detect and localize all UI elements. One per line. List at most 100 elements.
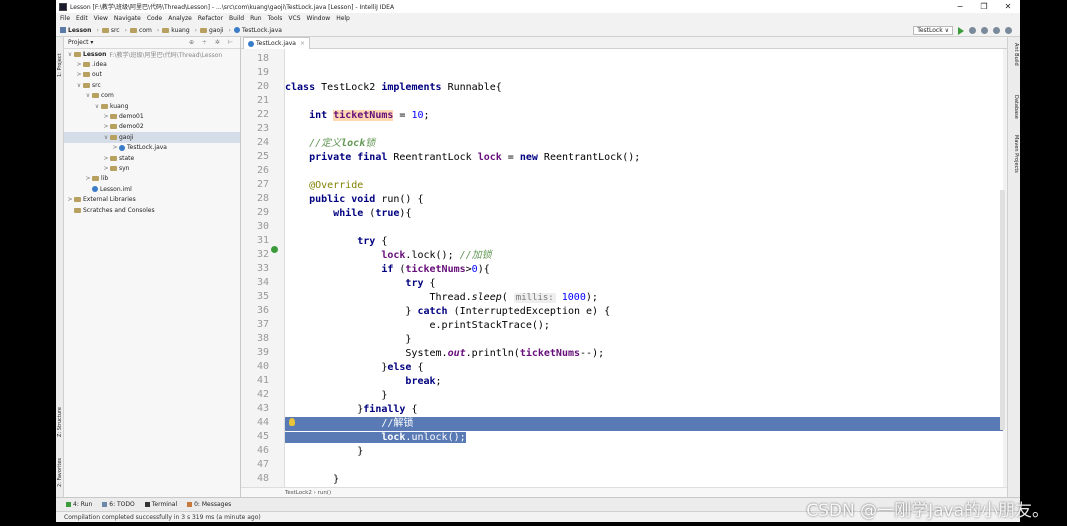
project-view-select[interactable]: Project ▾	[68, 39, 94, 46]
tree-item[interactable]: ∨gaoji	[64, 132, 240, 143]
menu-code[interactable]: Code	[146, 15, 163, 22]
menu-build[interactable]: Build	[229, 15, 245, 22]
tree-item[interactable]: >state	[64, 153, 240, 163]
menu-run[interactable]: Run	[250, 15, 262, 22]
tree-item-label: src	[92, 81, 101, 89]
close-tab-icon[interactable]: ×	[299, 40, 306, 47]
code-line: private final ReentrantLock lock = new R…	[309, 152, 641, 163]
expand-arrow-icon[interactable]: >	[67, 196, 73, 204]
ide-window: Lesson [F:\教学\班级\阿里巴\代码\Thread\Lesson] -…	[56, 0, 1020, 522]
database-tool-tab[interactable]: Database	[1013, 95, 1019, 119]
close-button[interactable]: ✕	[1004, 2, 1012, 11]
folder-icon	[74, 51, 81, 57]
status-bar: Compilation completed successfully in 3 …	[56, 511, 1020, 522]
code-line: }finally {	[285, 404, 418, 415]
run-icon[interactable]	[958, 26, 964, 35]
tree-item[interactable]: ∨kuang	[64, 101, 240, 111]
tree-item[interactable]: Scratches and Consoles	[64, 205, 240, 215]
expand-arrow-icon[interactable]: ∨	[85, 92, 91, 100]
menu-file[interactable]: File	[60, 15, 71, 22]
tree-item[interactable]: > demo01	[64, 111, 240, 121]
breadcrumb-kuang[interactable]: kuang	[162, 27, 190, 34]
menu-edit[interactable]: Edit	[76, 15, 88, 22]
tree-item-label: com	[101, 92, 114, 100]
file-icon	[92, 186, 98, 193]
breadcrumb-file[interactable]: TestLock.java	[233, 27, 282, 34]
menu-analyze[interactable]: Analyze	[168, 15, 192, 22]
terminal-icon	[144, 502, 150, 507]
structure-tool-tab[interactable]: Z: Structure	[57, 407, 63, 437]
expand-arrow-icon[interactable]: >	[85, 175, 91, 183]
tree-item[interactable]: >lib	[64, 174, 240, 184]
tree-item[interactable]: >TestLock.java	[64, 143, 240, 153]
breadcrumb-gaoji[interactable]: gaoji	[200, 27, 224, 34]
stop-icon[interactable]	[993, 27, 1000, 34]
menu-window[interactable]: Window	[306, 15, 331, 22]
code-line: if (ticketNums>0){	[381, 264, 490, 275]
line-number: 31	[256, 235, 269, 246]
tree-item[interactable]: >External Libraries	[64, 194, 240, 204]
expand-arrow-icon[interactable]: ∨	[67, 50, 73, 58]
expand-arrow-icon[interactable]: ∨	[76, 81, 82, 89]
tree-item[interactable]: ∨ com	[64, 91, 240, 101]
expand-arrow-icon[interactable]: >	[76, 61, 82, 69]
line-number: 22	[256, 109, 269, 120]
editor-scrollbar[interactable]	[1000, 190, 1005, 430]
expand-arrow-icon[interactable]: ∨	[94, 102, 100, 110]
tree-item[interactable]: >syn	[64, 163, 240, 173]
favorites-tool-tab[interactable]: 2: Favorites	[57, 457, 63, 487]
ant-build-tool-tab[interactable]: Ant Build	[1013, 43, 1019, 66]
run-method-icon[interactable]	[271, 246, 278, 253]
menu-help[interactable]: Help	[336, 15, 350, 22]
menu-refactor[interactable]: Refactor	[197, 15, 224, 22]
tree-item[interactable]: >out	[64, 70, 240, 80]
project-icon	[60, 27, 66, 33]
debug-icon[interactable]	[969, 27, 976, 34]
todo-tool-button[interactable]: 6: TODO	[102, 501, 135, 508]
line-number: 24	[256, 137, 269, 148]
breadcrumb-lesson[interactable]: Lesson	[60, 27, 91, 34]
code-breadcrumb[interactable]: TestLock2 › run()	[241, 487, 1007, 497]
breadcrumb-com[interactable]: com	[130, 27, 152, 34]
run-tool-button[interactable]: 4: Run	[66, 501, 92, 508]
expand-arrow-icon[interactable]: ∨	[103, 133, 109, 141]
breadcrumb-src[interactable]: src	[101, 27, 120, 34]
tab-testlock-java[interactable]: TestLock.java ×	[243, 37, 311, 49]
menu-view[interactable]: View	[93, 15, 108, 22]
maven-tool-tab[interactable]: Maven Projects	[1013, 135, 1019, 173]
tree-item-label: demo01	[119, 113, 144, 121]
tree-item[interactable]: >.idea	[64, 59, 240, 69]
tree-item-label: Lesson	[83, 50, 107, 58]
code-editor[interactable]: class TestLock2 implements Runnable{ int…	[285, 49, 1003, 487]
search-icon[interactable]	[1005, 27, 1012, 34]
expand-arrow-icon[interactable]: >	[103, 164, 109, 172]
terminal-tool-button[interactable]: Terminal	[144, 501, 177, 508]
intention-bulb-icon[interactable]	[289, 418, 295, 426]
expand-arrow-icon[interactable]: >	[112, 144, 118, 152]
code-line: public void run() {	[309, 194, 424, 205]
menu-vcs[interactable]: VCS	[288, 15, 301, 22]
coverage-icon[interactable]	[981, 27, 988, 34]
tree-item-label: Lesson.iml	[100, 185, 132, 193]
run-configuration-select[interactable]: TestLock ∨	[913, 26, 953, 35]
menu-navigate[interactable]: Navigate	[113, 15, 141, 22]
minimize-button[interactable]: −	[956, 2, 964, 11]
tree-item[interactable]: Lesson.iml	[64, 184, 240, 194]
expand-arrow-icon[interactable]: >	[103, 113, 109, 121]
tree-item[interactable]: >demo02	[64, 122, 240, 132]
expand-arrow-icon[interactable]: >	[103, 154, 109, 162]
messages-tool-button[interactable]: 0: Messages	[187, 501, 231, 508]
tree-item[interactable]: ∨ src	[64, 80, 240, 90]
maximize-button[interactable]: ❐	[980, 2, 988, 11]
code-line: break;	[405, 376, 442, 387]
line-number: 30	[256, 221, 269, 232]
line-number: 37	[256, 319, 269, 330]
project-tool-tab[interactable]: 1: Project	[57, 53, 63, 77]
menu-tools[interactable]: Tools	[267, 15, 283, 22]
expand-arrow-icon[interactable]: >	[103, 123, 109, 131]
project-panel-actions[interactable]: ⊕ ÷ ✲ ⊢	[188, 39, 236, 46]
expand-arrow-icon[interactable]: >	[76, 71, 82, 79]
line-number: 25	[256, 151, 269, 162]
